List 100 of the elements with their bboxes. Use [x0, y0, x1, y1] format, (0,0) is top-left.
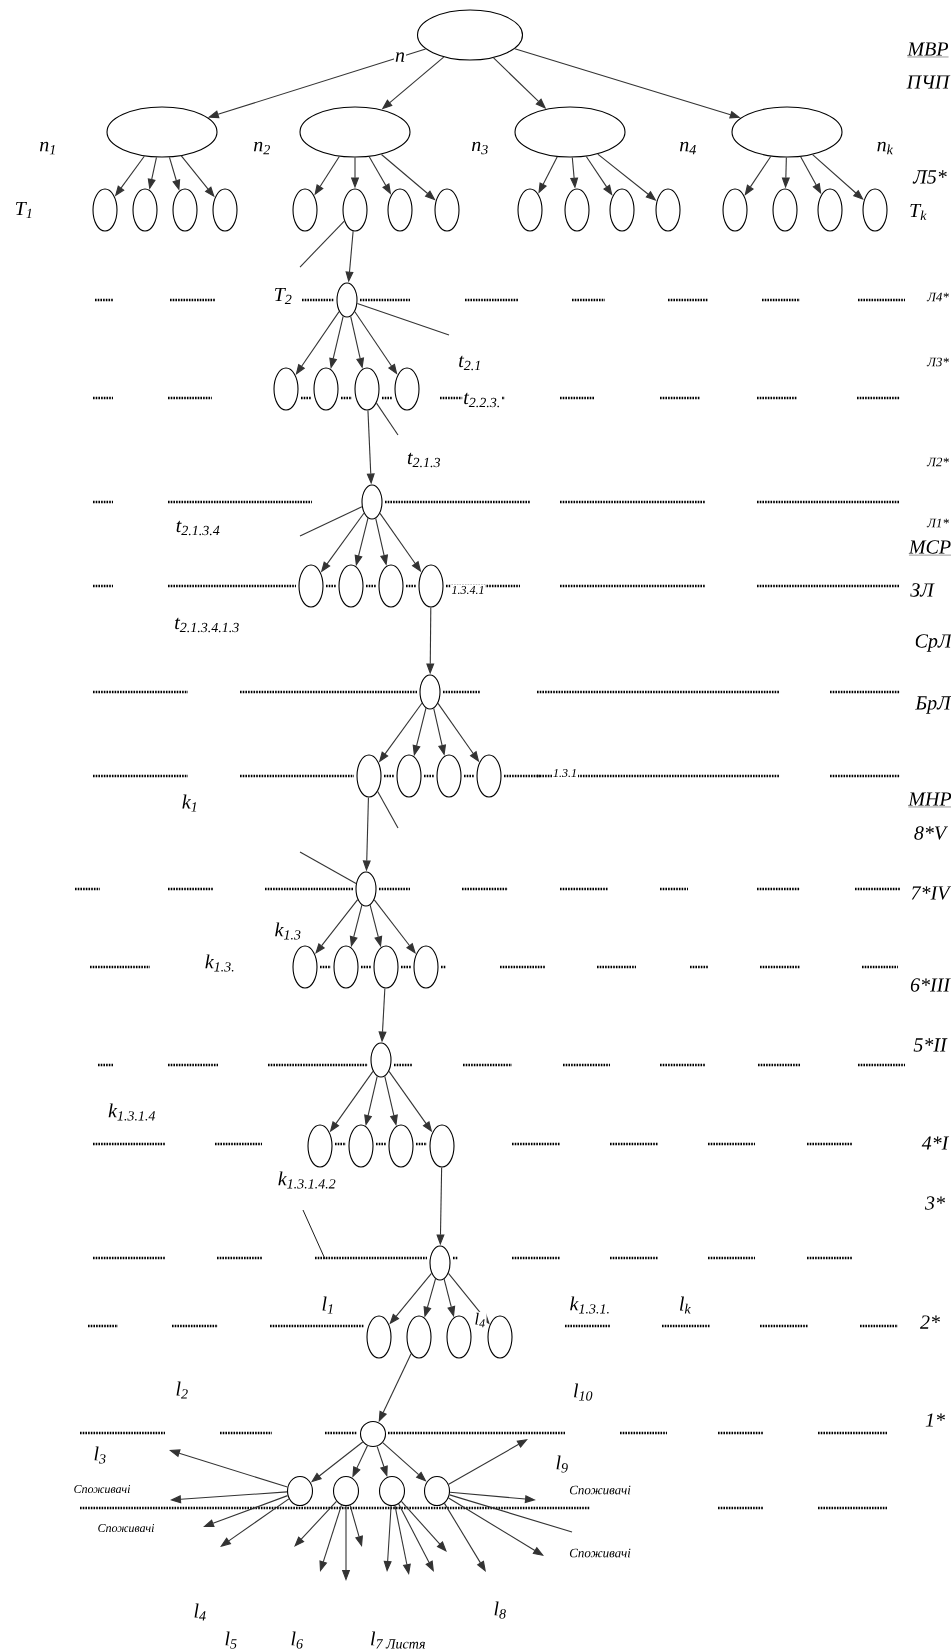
- ellipse-node: [862, 188, 888, 232]
- level-label: ЗЛ: [909, 582, 935, 598]
- node-label: T$_{1}$: [13, 200, 35, 220]
- node-label: T$_{k}$: [908, 202, 928, 222]
- node-label: k$_{1.3.1.4}$: [107, 1102, 157, 1122]
- node-label: k$_{1}$: [180, 793, 200, 813]
- arrow: [448, 1439, 528, 1485]
- leader-line: [377, 791, 399, 829]
- consumer-label: Споживачі: [568, 1484, 632, 1496]
- ellipse-node: [731, 106, 843, 158]
- ellipse-node: [609, 188, 635, 232]
- level-label: 4*I: [920, 1135, 950, 1151]
- ellipse-node: [722, 188, 748, 232]
- circle-node: [359, 1420, 387, 1448]
- level-label: 2*: [919, 1314, 941, 1330]
- ellipse-node: [429, 1124, 455, 1168]
- ellipse-node: [106, 106, 218, 158]
- ellipse-node: [388, 1124, 414, 1168]
- arrow: [400, 1500, 447, 1552]
- leader-line: [299, 220, 345, 268]
- ellipse-node: [416, 9, 524, 61]
- node-label: k$_{1.3}$: [273, 921, 303, 941]
- ellipse-node: [172, 188, 198, 232]
- level-label: Л5*: [912, 169, 948, 185]
- level-label: БрЛ: [914, 695, 951, 715]
- ellipse-node: [348, 1124, 374, 1168]
- level-label: МВР: [906, 41, 950, 59]
- ellipse-node: [487, 1315, 513, 1359]
- ellipse-node: [429, 1245, 451, 1281]
- node-label: l$_{3}$: [92, 1445, 108, 1465]
- arrow: [319, 1504, 343, 1572]
- consumer-label: Споживачі: [72, 1484, 132, 1495]
- ellipse-node: [517, 188, 543, 232]
- ellipse-node: [817, 188, 843, 232]
- ellipse-node: [514, 106, 626, 158]
- ellipse-node: [212, 188, 238, 232]
- node-label: l$_{8}$: [492, 1600, 508, 1620]
- ellipse-node: [378, 1475, 406, 1507]
- ellipse-node: [406, 1315, 432, 1359]
- arrow: [295, 311, 340, 375]
- node-label: l$_{10}$: [572, 1382, 595, 1402]
- node-label: t$_{2.1.3.4}$: [174, 519, 222, 537]
- ellipse-node: [299, 106, 411, 158]
- node-label: 1.3.1: [552, 767, 578, 779]
- ellipse-node: [394, 367, 420, 411]
- level-label: 5*II: [912, 1037, 948, 1053]
- level-label: 7*IV: [909, 885, 951, 901]
- arrow: [354, 311, 398, 375]
- node-label: l$_{1}$: [320, 1295, 336, 1315]
- node-label: l$_{2}$: [174, 1380, 190, 1400]
- level-label: МСР: [907, 539, 951, 557]
- ellipse-node: [370, 1042, 392, 1078]
- leader-line: [375, 402, 399, 436]
- ellipse-node: [92, 188, 118, 232]
- ellipse-node: [292, 945, 318, 989]
- arrow: [329, 315, 344, 369]
- level-label: 6*III: [909, 977, 951, 993]
- ellipse-node: [419, 674, 441, 710]
- ellipse-node: [564, 188, 590, 232]
- ellipse-node: [298, 564, 324, 608]
- leader-line: [299, 506, 363, 537]
- arrow: [585, 155, 613, 196]
- ellipse-node: [361, 484, 383, 520]
- node-label: l$_{k}$: [677, 1295, 693, 1315]
- ellipse-node: [418, 564, 444, 608]
- node-label: n$_{4}$: [678, 140, 698, 156]
- ellipse-node: [476, 754, 502, 798]
- ellipse-node: [436, 754, 462, 798]
- ellipse-node: [354, 367, 380, 411]
- node-label: k$_{1.3.1.4.2}$: [276, 1170, 338, 1190]
- node-label: l$_{4}$: [192, 1602, 208, 1622]
- node-label: k$_{1.3.1.}$: [568, 1295, 612, 1315]
- ellipse-node: [332, 1475, 360, 1507]
- arrow: [398, 1503, 434, 1572]
- ellipse-node: [286, 1475, 314, 1507]
- node-label: t$_{2.1}$: [457, 354, 483, 372]
- arrow: [448, 1497, 544, 1556]
- ellipse-node: [292, 188, 318, 232]
- level-label: МНР: [907, 791, 951, 809]
- level-label: Л4*: [926, 291, 950, 303]
- node-label: l$_{7 Листя}$: [369, 1630, 427, 1650]
- leader-line: [356, 303, 450, 336]
- ellipse-node: [387, 188, 413, 232]
- ellipse-node: [396, 754, 422, 798]
- level-label: ПЧП: [905, 74, 951, 90]
- node-label: k$_{1.3.}$: [203, 953, 237, 973]
- ellipse-node: [313, 367, 339, 411]
- arrow: [373, 899, 416, 954]
- arrow: [220, 1498, 290, 1547]
- node-label: l$_{9}$: [554, 1454, 570, 1474]
- ellipse-node: [355, 871, 377, 907]
- ellipse-node: [378, 564, 404, 608]
- ellipse-node: [413, 945, 439, 989]
- ellipse-node: [356, 754, 382, 798]
- level-label: 1*: [924, 1412, 946, 1428]
- level-label: Л2*: [926, 456, 950, 468]
- arrow: [203, 1495, 289, 1528]
- node-label: l$_{4}$: [473, 1311, 487, 1329]
- node-label: n$_{1}$: [38, 140, 58, 156]
- node-label: n: [394, 51, 406, 63]
